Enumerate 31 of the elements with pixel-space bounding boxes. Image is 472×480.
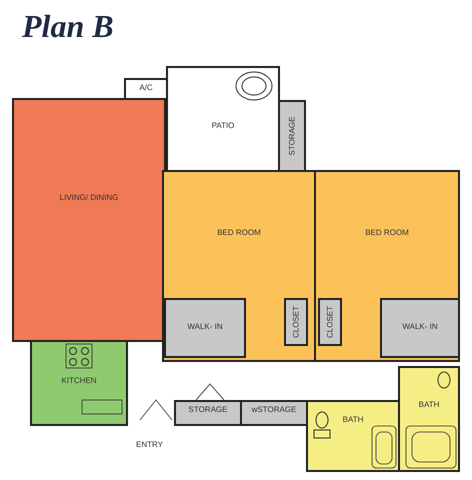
room-label: CLOSET — [292, 306, 300, 338]
room-area — [162, 170, 316, 362]
room-label: WALK- IN — [402, 322, 438, 331]
room-label: PATIO — [212, 121, 234, 130]
room-label: BATH — [418, 400, 440, 410]
room-area — [306, 400, 400, 472]
room-label: BATH — [342, 415, 364, 424]
room-area — [174, 400, 242, 426]
room-label: A/C — [139, 82, 153, 92]
room-area — [284, 298, 308, 346]
room-label: WALK- IN — [187, 322, 223, 331]
room-area — [314, 170, 460, 362]
room-label: wSTORAGE — [252, 404, 296, 414]
room-label: STORAGE — [288, 116, 296, 156]
room-area — [30, 340, 128, 426]
room-area — [12, 98, 166, 342]
room-label: STORAGE — [188, 404, 228, 414]
room-label: BED ROOM — [365, 228, 409, 238]
room-area — [318, 298, 342, 346]
room-area — [240, 400, 308, 426]
room-label: KITCHEN — [61, 376, 97, 385]
room-area — [398, 366, 460, 472]
room-label: LIVING/ DINING — [60, 192, 118, 202]
room-label: ENTRY — [136, 440, 163, 449]
plan-title: Plan B — [22, 8, 114, 45]
room-area — [166, 66, 280, 172]
room-area — [164, 298, 246, 358]
room-area — [380, 298, 460, 358]
room-label: BED ROOM — [217, 228, 261, 238]
room-label: CLOSET — [326, 306, 334, 338]
room-area — [278, 100, 306, 172]
